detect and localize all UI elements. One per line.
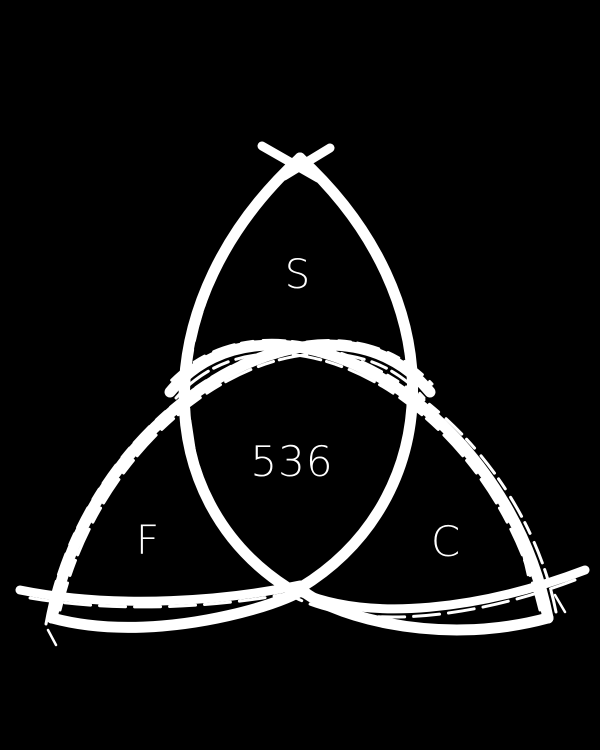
label-center-number: 536 [250, 437, 334, 486]
label-right-region: C [430, 517, 462, 566]
right-loop [164, 338, 590, 636]
label-top-region: S [284, 252, 312, 298]
label-left-region: F [135, 518, 161, 564]
top-loop [178, 141, 418, 594]
left-loop [15, 339, 436, 633]
scratch-marks [46, 418, 567, 647]
